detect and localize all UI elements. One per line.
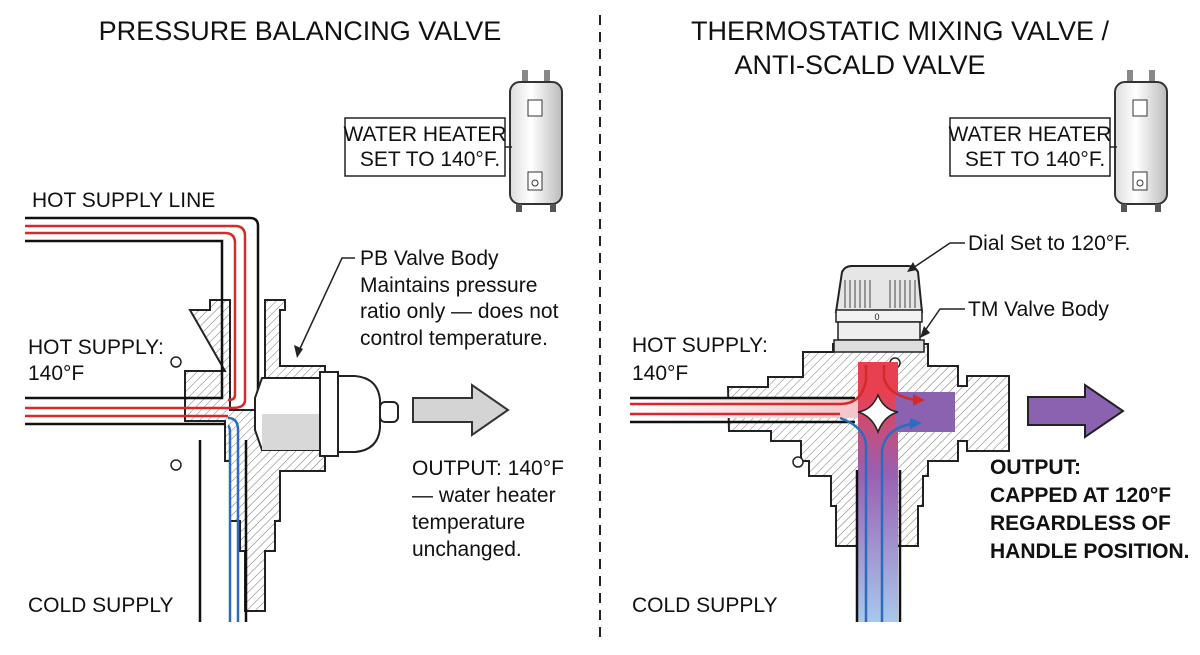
hot-supply-label: HOT SUPPLY:	[632, 334, 768, 357]
left-panel: PRESSURE BALANCING VALVE WATER HEATER SE…	[25, 16, 564, 622]
right-title-line2: ANTI-SCALD VALVE	[734, 50, 985, 80]
output-arrow-icon	[1027, 383, 1125, 439]
output-line4: unchanged.	[412, 538, 522, 561]
water-heater-icon	[509, 70, 563, 212]
pb-cartridge	[254, 371, 399, 457]
right-panel: THERMOSTATIC MIXING VALVE / ANTI-SCALD V…	[630, 16, 1190, 622]
output-line2: — water heater	[412, 484, 556, 507]
tm-callout: TM Valve Body	[968, 298, 1109, 321]
output-line3: temperature	[412, 511, 525, 534]
right-title-line1: THERMOSTATIC MIXING VALVE /	[691, 16, 1110, 46]
hot-supply-label: HOT SUPPLY:	[28, 336, 164, 359]
hot-supply-line-label: HOT SUPPLY LINE	[32, 189, 215, 212]
mixing-element	[857, 392, 899, 435]
output-line4: HANDLE POSITION.	[990, 540, 1190, 563]
cold-supply-label: COLD SUPPLY	[632, 594, 778, 617]
cold-supply-label: COLD SUPPLY	[28, 594, 174, 617]
hot-supply-pipe-outer	[25, 216, 260, 410]
output-line1: OUTPUT: 140°F	[412, 457, 564, 480]
heater-label-line1: WATER HEATER	[344, 123, 507, 146]
hot-flow-line	[25, 224, 247, 410]
left-title: PRESSURE BALANCING VALVE	[99, 16, 502, 46]
pb-callout-line2: ratio only — does not	[360, 300, 559, 323]
heater-label-box	[949, 117, 1111, 177]
heater-label-line1: WATER HEATER	[949, 123, 1112, 146]
cold-flow-line	[227, 416, 240, 622]
output-arrow-icon	[412, 383, 510, 437]
pb-callout-line1: Maintains pressure	[360, 274, 537, 297]
water-heater-icon	[1114, 70, 1168, 212]
temperature-dial[interactable]: 0	[833, 265, 925, 353]
hot-supply-temp: 140°F	[28, 362, 84, 385]
dial-callout: Dial Set to 120°F.	[968, 232, 1130, 255]
output-line1: OUTPUT:	[990, 456, 1081, 479]
pb-callout-title: PB Valve Body	[360, 247, 499, 270]
output-line3: REGARDLESS OF	[990, 512, 1171, 535]
cold-flow-line	[839, 416, 913, 622]
hot-flow-line	[630, 365, 868, 416]
pb-valve-body	[184, 299, 326, 612]
heater-label-line2: SET TO 140°F.	[360, 148, 500, 171]
hot-supply-temp: 140°F	[632, 362, 688, 385]
dial-mark: 0	[874, 312, 879, 322]
heater-label-line2: SET TO 140°F.	[965, 148, 1105, 171]
output-line2: CAPPED AT 120°F	[990, 484, 1171, 507]
pb-callout-line3: control temperature.	[360, 327, 548, 350]
heater-label-box	[344, 117, 506, 177]
